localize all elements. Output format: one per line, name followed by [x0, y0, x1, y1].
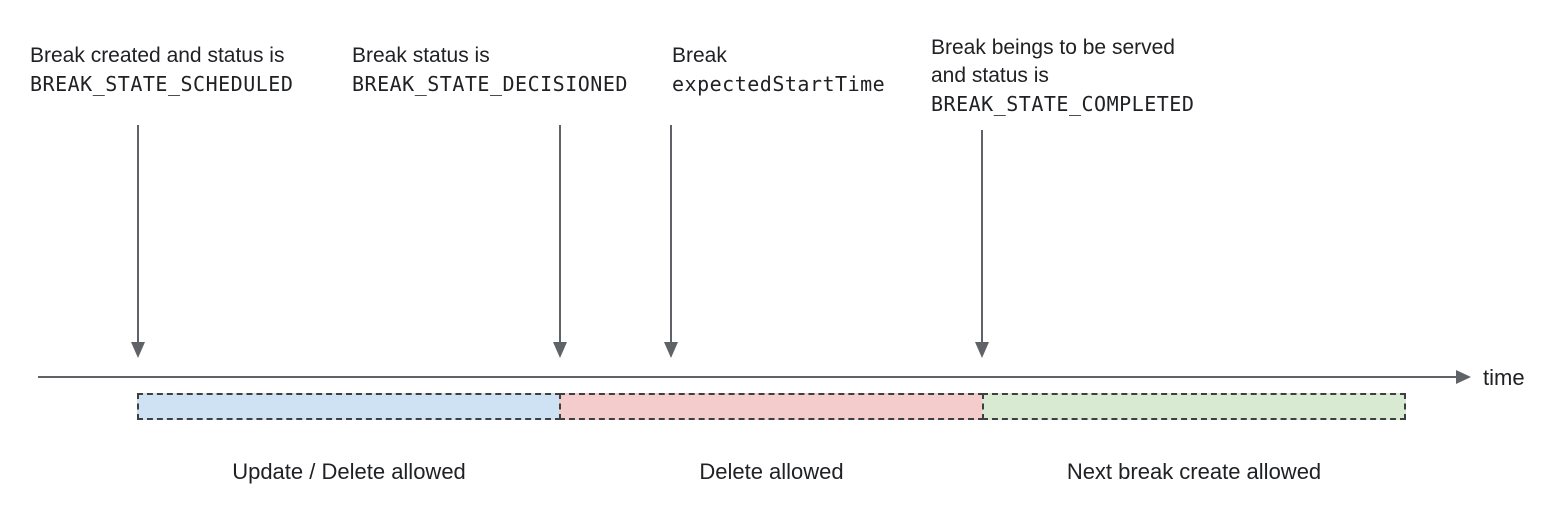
annotation-break-decisioned: Break status is BREAK_STATE_DECISIONED	[352, 42, 628, 98]
arrow-down-icon	[975, 130, 989, 358]
arrowhead-down-icon	[131, 342, 145, 358]
segment-update-delete-allowed	[137, 393, 561, 420]
segment-next-break-create-allowed	[982, 393, 1406, 420]
annotation-code: BREAK_STATE_SCHEDULED	[30, 72, 294, 96]
annotation-code: expectedStartTime	[672, 72, 886, 96]
arrow-down-icon	[553, 125, 567, 358]
annotation-code: BREAK_STATE_COMPLETED	[931, 92, 1195, 116]
annotation-text: Break	[672, 44, 727, 67]
annotation-code: BREAK_STATE_DECISIONED	[352, 72, 628, 96]
arrow-down-icon	[131, 125, 145, 358]
arrowhead-down-icon	[664, 342, 678, 358]
segment-label-next-break-create: Next break create allowed	[1066, 459, 1322, 484]
arrow-right-icon	[1456, 370, 1471, 384]
segment-delete-allowed	[559, 393, 984, 420]
annotation-expected-start-time: Break expectedStartTime	[672, 42, 885, 98]
segment-label-update-delete: Update / Delete allowed	[232, 459, 466, 484]
arrow-down-icon	[664, 125, 678, 358]
arrowhead-down-icon	[975, 342, 989, 358]
time-axis-label: time	[1483, 365, 1525, 390]
annotation-text: Break beings to be served and status is	[931, 36, 1175, 87]
annotation-text: Break created and status is	[30, 44, 285, 67]
annotation-text: Break status is	[352, 44, 490, 67]
segment-label-delete: Delete allowed	[699, 459, 844, 484]
time-axis-line	[38, 376, 1458, 378]
arrowhead-down-icon	[553, 342, 567, 358]
annotation-break-scheduled: Break created and status is BREAK_STATE_…	[30, 42, 293, 98]
annotation-break-completed: Break beings to be served and status is …	[931, 34, 1194, 118]
